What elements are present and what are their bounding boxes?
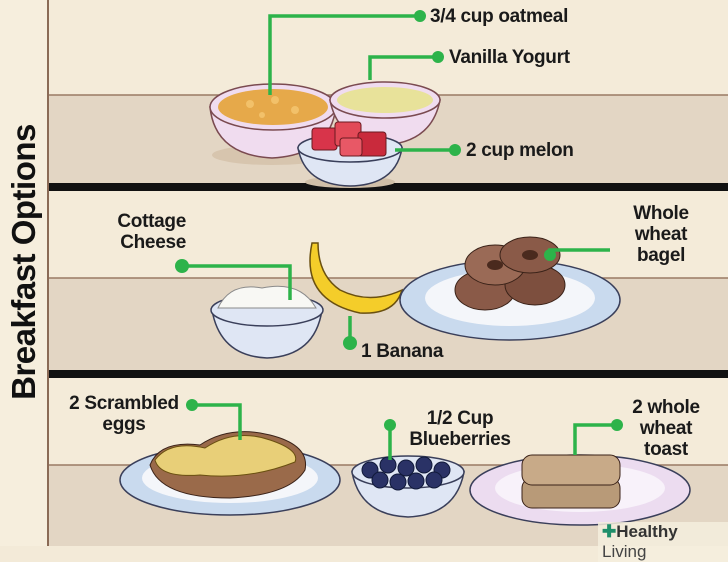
label-blueberries: 1/2 Cup Blueberries: [400, 408, 520, 450]
label-line: Blueberries: [409, 429, 511, 450]
label-line: Cottage: [117, 211, 186, 232]
blueberries-bowl: [351, 455, 465, 518]
divider-1: [49, 183, 728, 191]
label-line: Whole: [633, 203, 689, 224]
melon-bowl: [297, 121, 403, 188]
divider-2: [49, 370, 728, 378]
page-title: Breakfast Options: [5, 124, 42, 400]
label-line: toast: [644, 439, 688, 460]
label-vanilla-yogurt: Vanilla Yogurt: [449, 47, 570, 68]
label-line: 2 whole: [632, 397, 700, 418]
label-line: eggs: [102, 414, 146, 435]
label-wheat-toast: 2 whole wheat toast: [625, 397, 707, 460]
label-banana: 1 Banana: [361, 341, 444, 362]
label-cottage-cheese: Cottage Cheese: [100, 211, 186, 253]
sidebar-title-column: Breakfast Options: [0, 0, 49, 546]
label-line: 2 Scrambled: [69, 393, 179, 414]
callout-dots: [175, 10, 623, 431]
watermark-bold: Healthy: [616, 522, 678, 541]
plus-leaf-icon: ✚: [602, 522, 617, 541]
label-line: Cheese: [120, 232, 186, 253]
watermark-rest: Living: [602, 542, 647, 561]
label-line: bagel: [636, 245, 686, 266]
toast-plate: [469, 454, 691, 526]
wall-2: [49, 191, 728, 278]
banana: [309, 242, 404, 314]
eggs-plate: [119, 431, 341, 516]
label-whole-wheat-bagel: Whole wheat bagel: [624, 203, 698, 266]
label-line: 1/2 Cup: [426, 408, 494, 429]
breakfast-illustration: [49, 0, 728, 546]
label-line: wheat: [639, 418, 693, 439]
label-scrambled-eggs: 2 Scrambled eggs: [62, 393, 186, 435]
label-oatmeal: 3/4 cup oatmeal: [430, 6, 569, 27]
label-melon: 2 cup melon: [466, 140, 574, 161]
bagel-plate: [399, 236, 621, 341]
watermark: ✚Healthy Living: [598, 522, 728, 562]
label-line: wheat: [634, 224, 688, 245]
